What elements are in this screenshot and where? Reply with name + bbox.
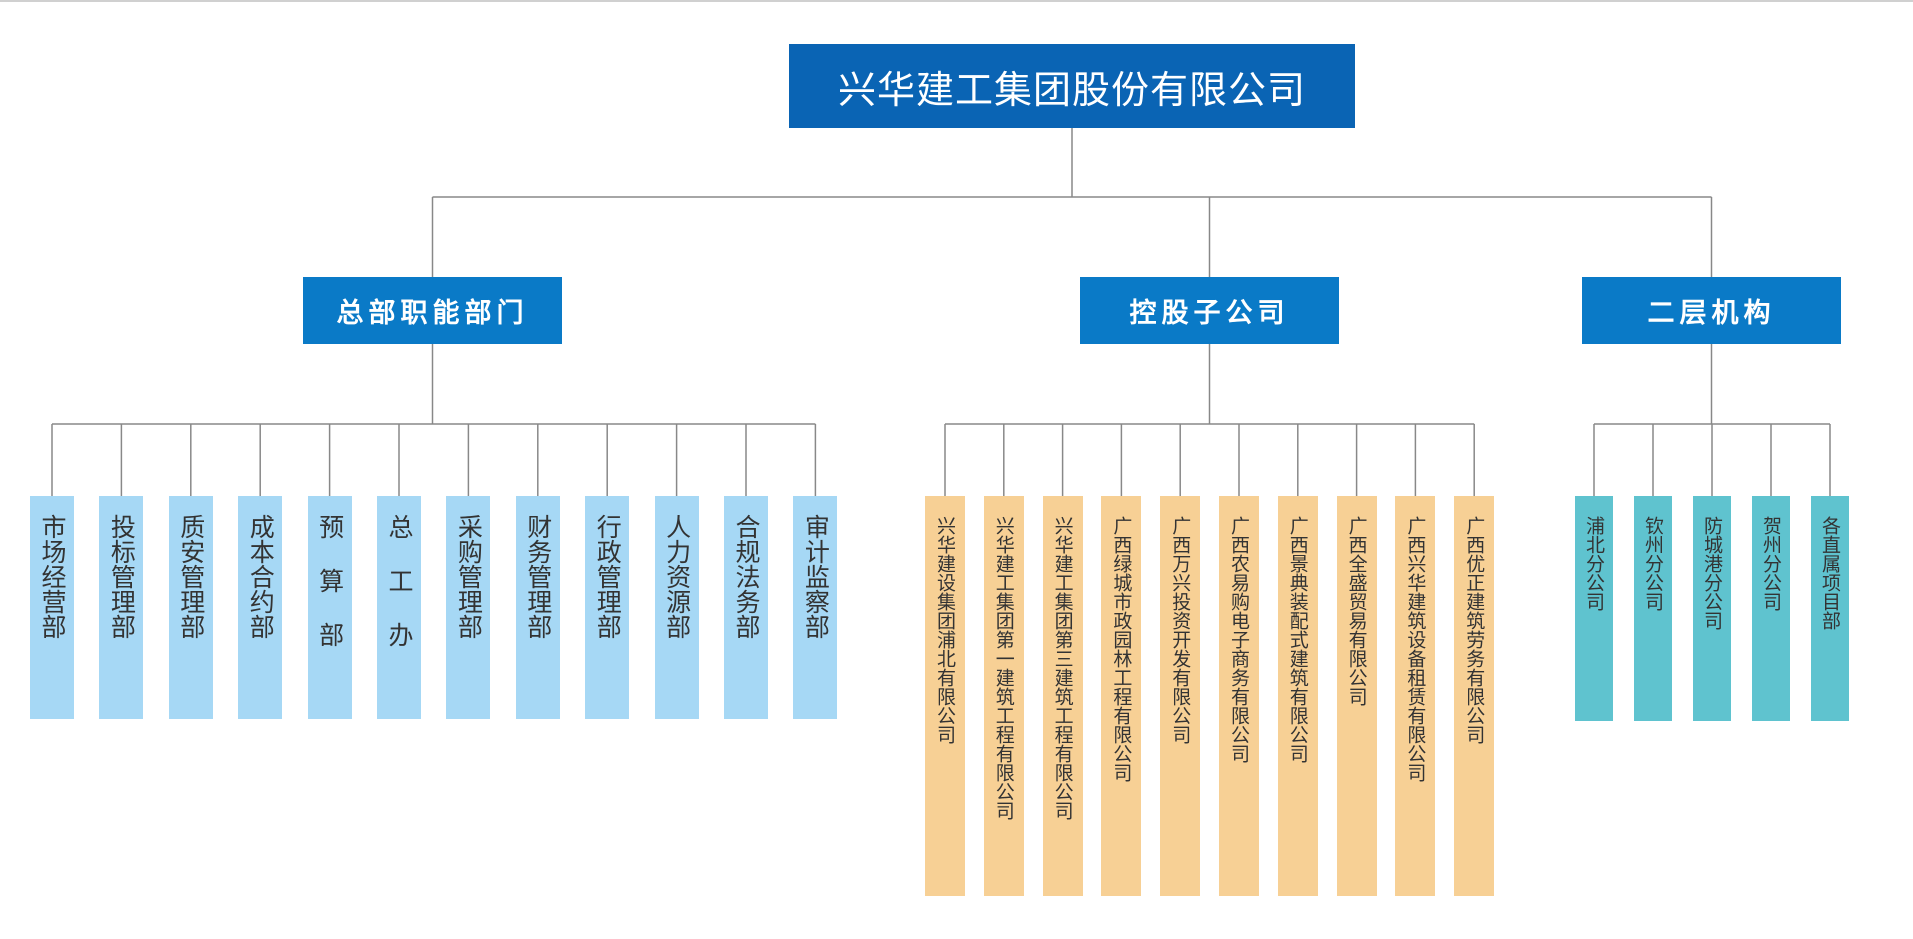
leaf-label: 行政管理部 [593, 514, 623, 639]
leaf-label: 兴华建工集团第一建筑工程有限公司 [992, 516, 1015, 820]
leaf-node: 预 算 部 [307, 496, 352, 719]
leaf-label: 审计监察部 [801, 514, 831, 639]
leaf-label: 采购管理部 [454, 514, 484, 639]
leaf-label: 财务管理部 [523, 514, 553, 639]
leaf-node: 投标管理部 [99, 496, 144, 719]
leaf-label: 兴华建设集团浦北有限公司 [934, 516, 956, 744]
category-label: 控股子公司 [1129, 298, 1290, 329]
leaf-label: 广西农易购电子商务有限公司 [1228, 516, 1250, 763]
leaf-label: 防城港分公司 [1701, 516, 1723, 630]
leaf-node: 总 工 办 [377, 496, 421, 719]
leaf-label: 人力资源部 [662, 514, 692, 639]
leaf-node: 兴华建工集团第一建筑工程有限公司 [983, 496, 1024, 896]
leaf-label: 广西万兴投资开发有限公司 [1169, 516, 1192, 744]
leaf-label: 成本合约部 [246, 514, 276, 639]
leaf-label: 广西绿城市政园林工程有限公司 [1110, 516, 1133, 782]
leaf-node: 财务管理部 [515, 496, 560, 719]
leaf-node: 防城港分公司 [1693, 496, 1731, 721]
leaf-label: 各直属项目部 [1819, 516, 1841, 630]
leaf-label: 广西兴华建筑设备租赁有限公司 [1404, 516, 1427, 782]
leaf-label: 兴华建工集团第三建筑工程有限公司 [1051, 516, 1074, 820]
leaf-node: 市场经营部 [30, 496, 74, 719]
leaf-label: 贺州分公司 [1760, 516, 1782, 611]
leaf-label: 广西景典装配式建筑有限公司 [1286, 516, 1309, 763]
leaf-node: 合规法务部 [724, 496, 768, 719]
leaf-label: 合规法务部 [732, 514, 761, 639]
leaf-label: 总 工 办 [385, 514, 414, 647]
leaf-node: 浦北分公司 [1575, 496, 1613, 721]
leaf-node: 广西万兴投资开发有限公司 [1160, 496, 1201, 896]
root-label: 兴华建工集团股份有限公司 [837, 67, 1306, 112]
leaf-node: 质安管理部 [168, 496, 213, 719]
leaf-node: 各直属项目部 [1811, 496, 1849, 721]
category-node-0: 总部职能部门 [303, 277, 562, 344]
leaf-label: 广西优正建筑劳务有限公司 [1463, 516, 1486, 744]
leaf-label: 钦州分公司 [1642, 516, 1664, 611]
leaf-label: 质安管理部 [176, 514, 206, 639]
leaf-node: 采购管理部 [446, 496, 491, 719]
leaf-node: 行政管理部 [585, 496, 630, 719]
category-label: 总部职能部门 [336, 298, 529, 329]
leaf-label: 投标管理部 [107, 514, 137, 639]
leaf-node: 广西兴华建筑设备租赁有限公司 [1395, 496, 1436, 896]
leaf-node: 广西景典装配式建筑有限公司 [1277, 496, 1318, 896]
leaf-label: 浦北分公司 [1583, 516, 1605, 611]
leaf-node: 广西农易购电子商务有限公司 [1219, 496, 1259, 896]
leaf-label: 广西全盛贸易有限公司 [1345, 516, 1368, 706]
category-node-1: 控股子公司 [1080, 277, 1339, 344]
leaf-node: 广西绿城市政园林工程有限公司 [1101, 496, 1142, 896]
category-label: 二层机构 [1647, 298, 1776, 329]
top-divider [0, 0, 1913, 2]
category-node-2: 二层机构 [1582, 277, 1841, 344]
leaf-node: 兴华建工集团第三建筑工程有限公司 [1042, 496, 1083, 896]
leaf-node: 成本合约部 [238, 496, 283, 719]
leaf-node: 人力资源部 [654, 496, 699, 719]
leaf-label: 预 算 部 [315, 514, 345, 647]
leaf-node: 钦州分公司 [1634, 496, 1672, 721]
leaf-node: 审计监察部 [793, 496, 838, 719]
leaf-node: 兴华建设集团浦北有限公司 [925, 496, 965, 896]
root-node: 兴华建工集团股份有限公司 [789, 44, 1355, 128]
leaf-node: 贺州分公司 [1752, 496, 1790, 721]
leaf-node: 广西优正建筑劳务有限公司 [1454, 496, 1495, 896]
leaf-label: 市场经营部 [38, 514, 67, 639]
leaf-node: 广西全盛贸易有限公司 [1336, 496, 1377, 896]
